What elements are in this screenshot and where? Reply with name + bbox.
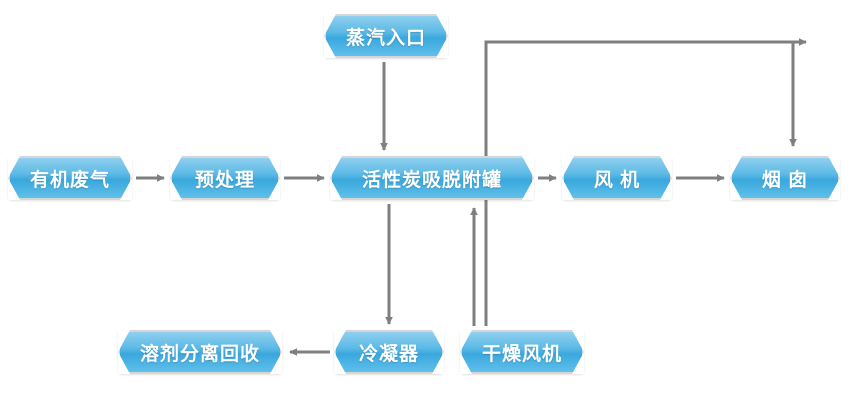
node-drying-fan[interactable]: 干燥风机 bbox=[460, 330, 584, 374]
node-organic-waste-gas[interactable]: 有机废气 bbox=[8, 156, 132, 200]
node-pretreatment[interactable]: 预处理 bbox=[170, 156, 280, 200]
node-label: 有机废气 bbox=[29, 169, 110, 191]
node-label: 蒸汽入口 bbox=[345, 27, 426, 49]
node-fan[interactable]: 风 机 bbox=[562, 156, 672, 200]
node-label: 活性炭吸脱附罐 bbox=[361, 169, 502, 191]
node-label: 冷凝器 bbox=[358, 343, 419, 365]
node-chimney[interactable]: 烟 囱 bbox=[730, 156, 840, 200]
node-label: 烟 囱 bbox=[761, 169, 809, 191]
node-label: 溶剂分离回收 bbox=[139, 343, 260, 365]
node-label: 干燥风机 bbox=[481, 343, 562, 365]
node-condenser[interactable]: 冷凝器 bbox=[334, 330, 444, 374]
node-label: 风 机 bbox=[593, 169, 641, 191]
node-steam-inlet[interactable]: 蒸汽入口 bbox=[324, 14, 448, 58]
node-solvent-separation-recovery[interactable]: 溶剂分离回收 bbox=[118, 330, 282, 374]
node-label: 预处理 bbox=[194, 169, 255, 191]
node-activated-carbon-adsorption-tank[interactable]: 活性炭吸脱附罐 bbox=[330, 156, 534, 200]
